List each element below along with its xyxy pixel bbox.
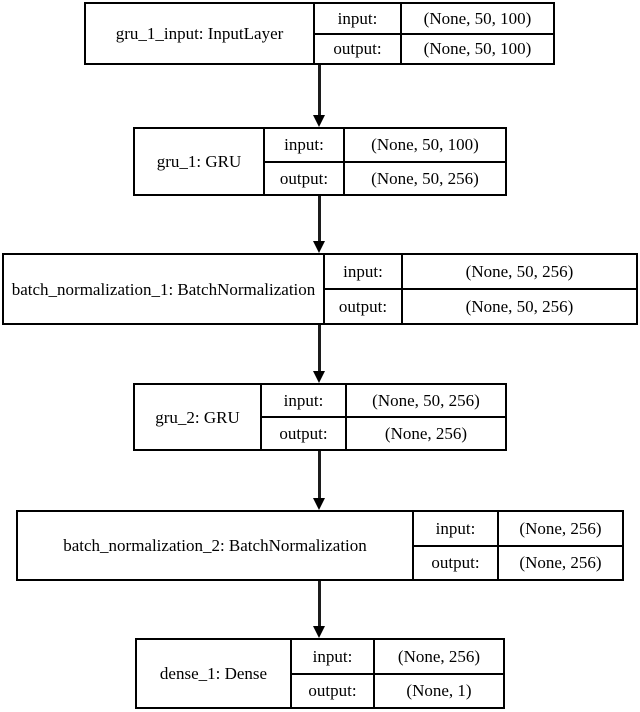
input-row: input: (None, 50, 100) — [265, 129, 505, 163]
input-row: input: (None, 50, 256) — [325, 255, 636, 290]
io-table: input: (None, 50, 100) output: (None, 50… — [315, 4, 553, 63]
edge-arrow-line — [318, 451, 321, 498]
layer-name-label: batch_normalization_1: BatchNormalizatio… — [4, 255, 325, 323]
output-row: output: (None, 256) — [262, 418, 505, 449]
output-shape-value: (None, 50, 100) — [423, 39, 532, 59]
input-label: input: — [315, 4, 402, 33]
input-row: input: (None, 50, 100) — [315, 4, 553, 35]
output-label: output: — [414, 546, 499, 579]
edge-arrow-line — [318, 65, 321, 116]
input-shape-value: (None, 50, 256) — [372, 391, 480, 410]
output-label: output: — [265, 162, 345, 194]
input-shape-value: (None, 50, 100) — [371, 135, 479, 155]
input-shape-value: (None, 256) — [519, 518, 602, 538]
arrowhead-icon — [313, 115, 325, 127]
input-row: input: (None, 50, 256) — [262, 385, 505, 418]
arrowhead-icon — [313, 626, 325, 638]
io-table: input: (None, 256) output: (None, 256) — [414, 512, 622, 579]
input-label: input: — [262, 385, 347, 416]
output-label: output: — [315, 34, 402, 63]
layer-node-gru-1-input: gru_1_input: InputLayer input: (None, 50… — [84, 2, 555, 65]
layer-node-batch-normalization-2: batch_normalization_2: BatchNormalizatio… — [16, 510, 624, 581]
output-shape-value: (None, 256) — [519, 553, 602, 573]
input-row: input: (None, 256) — [292, 640, 503, 675]
layer-name-label: dense_1: Dense — [137, 640, 292, 707]
edge-arrow-line — [318, 325, 321, 371]
layer-name-label: gru_1_input: InputLayer — [86, 4, 315, 63]
output-row: output: (None, 256) — [414, 546, 622, 579]
arrowhead-icon — [313, 371, 325, 383]
input-shape-value: (None, 50, 100) — [423, 8, 532, 28]
layer-node-gru-2: gru_2: GRU input: (None, 50, 256) output… — [133, 383, 507, 451]
edge-arrow-line — [318, 581, 321, 626]
io-table: input: (None, 256) output: (None, 1) — [292, 640, 503, 707]
input-shape-value: (None, 50, 256) — [465, 262, 574, 281]
edge-arrow-line — [318, 196, 321, 241]
input-label: input: — [414, 512, 499, 545]
input-label: input: — [292, 640, 375, 673]
output-shape-value: (None, 50, 256) — [371, 168, 479, 188]
input-shape-value: (None, 256) — [397, 646, 481, 666]
layer-node-dense-1: dense_1: Dense input: (None, 256) output… — [135, 638, 505, 709]
output-shape-value: (None, 1) — [406, 681, 472, 701]
arrowhead-icon — [313, 498, 325, 510]
layer-name-label: gru_2: GRU — [135, 385, 262, 449]
output-shape-value: (None, 256) — [384, 424, 468, 443]
io-table: input: (None, 50, 256) output: (None, 50… — [325, 255, 636, 323]
output-row: output: (None, 1) — [292, 674, 503, 707]
io-table: input: (None, 50, 100) output: (None, 50… — [265, 129, 505, 194]
layer-name-label: gru_1: GRU — [135, 129, 265, 194]
output-row: output: (None, 50, 256) — [325, 290, 636, 323]
output-label: output: — [262, 418, 347, 449]
arrowhead-icon — [313, 241, 325, 253]
input-row: input: (None, 256) — [414, 512, 622, 547]
output-label: output: — [292, 674, 375, 707]
layer-node-gru-1: gru_1: GRU input: (None, 50, 100) output… — [133, 127, 507, 196]
input-label: input: — [325, 255, 403, 288]
output-shape-value: (None, 50, 256) — [465, 297, 574, 316]
output-row: output: (None, 50, 100) — [315, 34, 553, 63]
output-label: output: — [325, 290, 403, 323]
layer-name-label: batch_normalization_2: BatchNormalizatio… — [18, 512, 414, 579]
layer-node-batch-normalization-1: batch_normalization_1: BatchNormalizatio… — [2, 253, 638, 325]
io-table: input: (None, 50, 256) output: (None, 25… — [262, 385, 505, 449]
output-row: output: (None, 50, 256) — [265, 162, 505, 194]
input-label: input: — [265, 129, 345, 161]
